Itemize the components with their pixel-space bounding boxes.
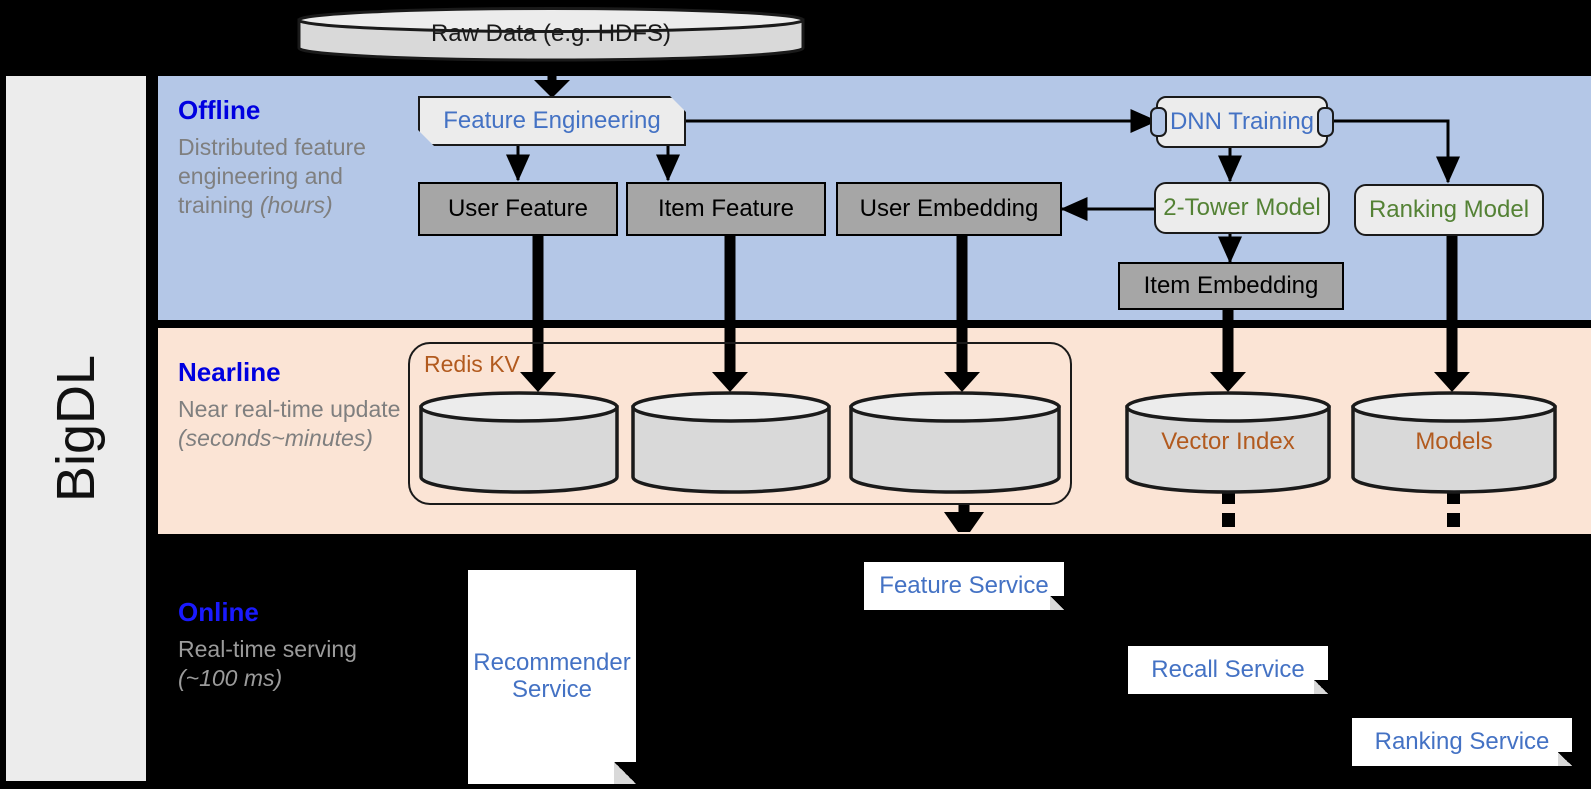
item-feature-node[interactable]: Item Feature xyxy=(626,182,826,236)
document-fold-corner xyxy=(1050,596,1064,610)
ranking-model-label: Ranking Model xyxy=(1368,195,1530,223)
ranking-service-label: Ranking Service xyxy=(1374,727,1550,755)
online-description-text: Real-time serving xyxy=(178,635,357,662)
recall-service-node[interactable]: Recall Service xyxy=(1128,646,1328,694)
two-tower-model-node[interactable]: 2-Tower Model xyxy=(1154,182,1330,234)
two-tower-model-label: 2-Tower Model xyxy=(1163,193,1321,221)
offline-title: Offline xyxy=(178,95,261,125)
models-label: Models xyxy=(1415,428,1493,455)
feature-service-label: Feature Service xyxy=(879,571,1049,599)
dnn-training-node[interactable]: DNN Training xyxy=(1156,96,1328,148)
user-embedding-node[interactable]: User Embedding xyxy=(836,182,1062,236)
recommender-service-node[interactable]: Recommender Service xyxy=(468,570,636,784)
recall-service-label: Recall Service xyxy=(1151,655,1305,683)
feature-engineering-node[interactable]: Feature Engineering xyxy=(418,96,686,146)
user-feature-store-label xyxy=(418,390,620,494)
offline-description: Distributed feature engineering and trai… xyxy=(178,133,388,221)
nearline-description: Near real-time update (seconds~minutes) xyxy=(178,395,408,454)
redis-kv-container xyxy=(408,342,1072,505)
bigdl-label: BigDL xyxy=(46,354,106,503)
models-cylinder[interactable]: Models xyxy=(1350,390,1558,494)
online-caption: Online Real-time serving (~100 ms) xyxy=(178,598,408,693)
redis-kv-label: Redis KV xyxy=(424,351,520,377)
recommender-service-label: Recommender Service xyxy=(473,649,631,703)
user-feature-node[interactable]: User Feature xyxy=(418,182,618,236)
offline-description-text: Distributed feature engineering and trai… xyxy=(178,133,366,219)
document-fold-corner xyxy=(1314,680,1328,694)
user-feature-label: User Feature xyxy=(447,194,589,222)
nearline-description-text: Near real-time update xyxy=(178,395,401,422)
item-embedding-label: Item Embedding xyxy=(1143,271,1319,299)
raw-data-label: Raw Data (e.g. HDFS) xyxy=(430,20,672,47)
nearline-description-emphasis: (seconds~minutes) xyxy=(178,425,373,452)
user-embedding-label: User Embedding xyxy=(859,194,1039,222)
raw-data-cylinder: Raw Data (e.g. HDFS) xyxy=(296,6,806,62)
nearline-caption: Nearline Near real-time update (seconds~… xyxy=(178,358,408,453)
document-fold-corner xyxy=(1558,752,1572,766)
user-embedding-store-cylinder[interactable] xyxy=(848,390,1062,494)
feature-engineering-label: Feature Engineering xyxy=(443,106,661,134)
user-feature-store-cylinder[interactable] xyxy=(418,390,620,494)
item-feature-label: Item Feature xyxy=(657,194,795,222)
feature-service-node[interactable]: Feature Service xyxy=(864,562,1064,610)
dnn-training-label: DNN Training xyxy=(1169,107,1315,135)
online-description-emphasis: (~100 ms) xyxy=(178,665,283,692)
offline-caption: Offline Distributed feature engineering … xyxy=(178,96,388,221)
online-description: Real-time serving (~100 ms) xyxy=(178,635,408,694)
item-feature-store-cylinder[interactable] xyxy=(630,390,832,494)
document-fold-corner xyxy=(614,762,636,784)
user-embedding-store-label xyxy=(848,390,1062,494)
online-title: Online xyxy=(178,597,259,627)
nearline-title: Nearline xyxy=(178,357,281,387)
vector-index-label: Vector Index xyxy=(1161,428,1295,455)
offline-description-emphasis: (hours) xyxy=(259,192,333,219)
ranking-service-node[interactable]: Ranking Service xyxy=(1352,718,1572,766)
bigdl-sidebar: BigDL xyxy=(6,76,146,781)
item-embedding-node[interactable]: Item Embedding xyxy=(1118,262,1344,310)
item-feature-store-label xyxy=(630,390,832,494)
ranking-model-node[interactable]: Ranking Model xyxy=(1354,184,1544,236)
vector-index-cylinder[interactable]: Vector Index xyxy=(1124,390,1332,494)
